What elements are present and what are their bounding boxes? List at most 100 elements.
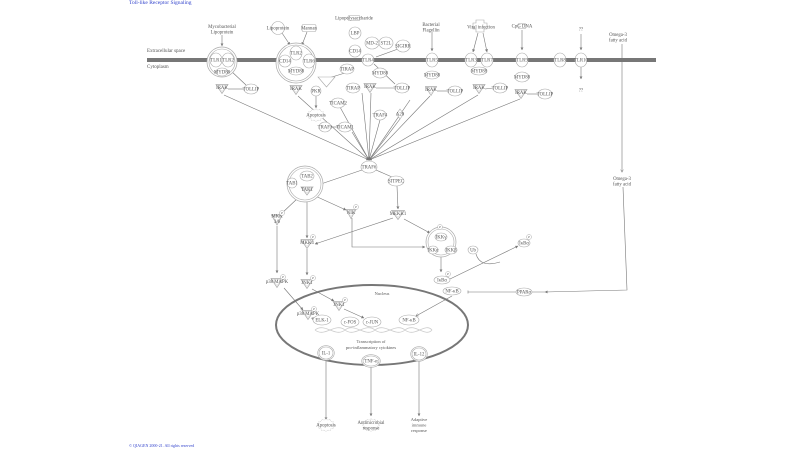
irake-label: IRAK [473, 86, 485, 91]
node-tlr4[interactable] [361, 53, 375, 67]
node-ikkb[interactable] [444, 245, 458, 255]
irakf-label: IRAK [515, 91, 527, 96]
node-tollipa[interactable] [243, 83, 259, 95]
node-ikkg[interactable] [434, 232, 448, 242]
node-ticam2[interactable] [330, 97, 346, 109]
edge [223, 94, 370, 161]
node-il1[interactable] [317, 345, 335, 361]
node-myd88c[interactable] [372, 67, 388, 79]
node-tlr6[interactable] [302, 53, 316, 69]
iraka-label: IRAK [216, 86, 228, 91]
node-traf6[interactable] [360, 160, 378, 174]
node-cd14a[interactable] [278, 54, 292, 68]
node-traf4[interactable] [373, 109, 387, 121]
kinase-tak1[interactable] [300, 186, 314, 196]
node-tollipc[interactable] [394, 82, 410, 94]
kinase-iraka[interactable] [215, 84, 229, 95]
node-nfkb2[interactable] [398, 314, 420, 326]
ligand-lipoprotein[interactable] [271, 21, 285, 35]
node-pkr[interactable] [310, 85, 322, 97]
phosphate-icon: P [526, 234, 532, 240]
node-myd88b[interactable] [288, 66, 304, 76]
node-tlr10[interactable] [574, 52, 588, 68]
nfkb1-label: NF-κB [445, 290, 458, 295]
node-tollipd[interactable] [447, 85, 463, 97]
plasma-membrane [147, 58, 656, 62]
apoptosis-outcome-node[interactable] [317, 418, 335, 432]
node-tlr2b[interactable] [289, 45, 303, 61]
kinase-jnk1b[interactable] [332, 301, 346, 312]
kinase-irakb[interactable] [289, 85, 303, 96]
apoptosis-node[interactable] [307, 108, 325, 122]
node-myd88f[interactable] [514, 71, 530, 83]
ligand-cpg[interactable] [517, 23, 527, 29]
node-tlr2a[interactable] [221, 52, 235, 68]
node-tlr5[interactable] [425, 52, 439, 68]
kinase-p38b[interactable] [301, 310, 315, 321]
node-myd88a[interactable] [215, 67, 229, 77]
phosphate-icon: P [437, 224, 443, 230]
copyright-notice: © QIAGEN 2000-21. All rights reserved [129, 443, 195, 448]
node-myd88d[interactable] [424, 70, 440, 80]
kinase-irake[interactable] [472, 84, 486, 95]
ligand-bacterial-flagellin-label: Flagellin [422, 28, 440, 33]
node-cd14b[interactable] [348, 44, 362, 58]
node-tollipe[interactable] [492, 82, 508, 94]
node-myd88e[interactable] [470, 66, 488, 76]
svg-text:P: P [311, 235, 314, 239]
cd14a-label: CD14 [279, 60, 291, 65]
node-cfos[interactable] [340, 316, 360, 328]
kinase-p38a[interactable] [270, 278, 284, 289]
node-tirap2[interactable] [345, 82, 361, 94]
edge [368, 99, 411, 161]
complex-tlr2-tlr6[interactable] [275, 42, 317, 84]
node-sitpec[interactable] [387, 175, 405, 187]
p38b-label: p38 MAPK [297, 312, 320, 317]
node-ticam1[interactable] [337, 121, 353, 133]
tlr2b-label: TLR2 [290, 52, 302, 57]
node-st2l[interactable] [378, 36, 394, 50]
node-elk1[interactable] [312, 314, 332, 326]
kinase-mkk36[interactable] [270, 214, 284, 226]
node-tirap1[interactable] [339, 63, 355, 75]
node-tnfa[interactable] [361, 354, 381, 368]
node-cjun[interactable] [362, 316, 382, 328]
kinase-irakc[interactable] [363, 83, 377, 94]
node-ub[interactable] [467, 245, 479, 255]
kinase-jnk1a[interactable] [300, 279, 314, 290]
node-ikka[interactable] [427, 245, 439, 255]
node-tab1[interactable] [286, 177, 298, 189]
node-tlr8[interactable] [553, 52, 567, 68]
antimicrobial-response-node[interactable] [362, 418, 380, 432]
node-nfkb1[interactable] [442, 286, 462, 296]
kinase-mekk1[interactable] [390, 210, 406, 221]
node-ikba1[interactable] [517, 238, 531, 248]
jnk1b-label: JNK1 [333, 303, 345, 308]
kinase-irakd[interactable] [424, 86, 438, 97]
ligand-lps[interactable] [347, 15, 361, 21]
kinase-irakf[interactable] [514, 89, 528, 100]
node-traf1[interactable] [318, 121, 332, 133]
node-ikba2[interactable] [433, 275, 451, 285]
node-lbp[interactable] [348, 26, 362, 40]
node-a20[interactable] [396, 108, 404, 120]
phosphate-icon: P [353, 204, 359, 210]
node-il12[interactable] [410, 346, 428, 362]
node-tab2[interactable] [299, 170, 315, 182]
edge [368, 119, 381, 161]
ligand-mannan[interactable] [301, 24, 317, 32]
node-ppara[interactable] [515, 287, 533, 297]
kinase-nik[interactable] [345, 209, 357, 220]
diagram-title: Toll-like Receptor Signaling [129, 0, 192, 6]
traf4-label: TRAF4 [373, 114, 388, 119]
edge [368, 98, 521, 161]
phosphate-icon: P [279, 210, 285, 216]
node-tlr9[interactable] [515, 52, 529, 68]
node-tollipf[interactable] [537, 88, 553, 100]
kinase-mkk4[interactable] [300, 239, 314, 250]
node-tirap-adapter[interactable] [317, 76, 336, 88]
node-tlr3[interactable] [464, 52, 478, 68]
node-tlr7[interactable] [480, 52, 494, 68]
node-sigirr[interactable] [395, 39, 411, 53]
